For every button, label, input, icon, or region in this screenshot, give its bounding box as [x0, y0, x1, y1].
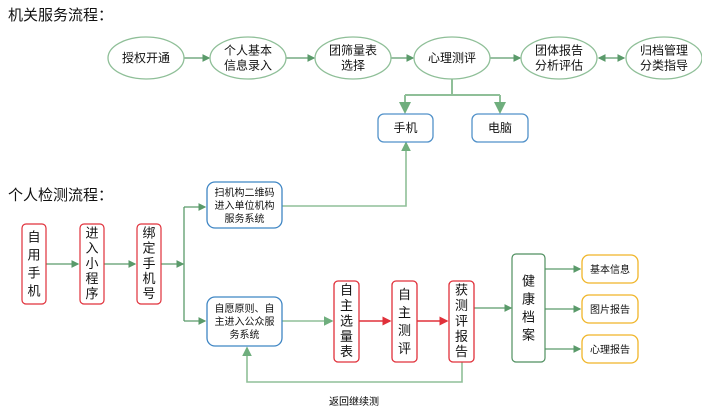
node-label-char: 主	[398, 306, 411, 321]
box-shape	[471, 113, 529, 143]
device-phone: 手机	[377, 113, 434, 143]
node-label: 图片报告	[590, 303, 630, 316]
node-label: 手机	[393, 121, 417, 135]
node-label-char: 手	[27, 267, 40, 282]
box-shape	[581, 254, 639, 284]
box-shape	[511, 253, 546, 363]
ellipse-shape	[107, 36, 185, 80]
node-label-char: 用	[27, 249, 40, 264]
node-label-char: 表	[340, 345, 353, 360]
node-label-char: 机	[27, 285, 40, 300]
node-label: 电脑	[488, 121, 512, 135]
node-label: 选择	[341, 59, 365, 73]
ellipse-shape	[625, 36, 702, 80]
box-shape	[21, 223, 47, 305]
node-label: 服务系统	[225, 212, 265, 225]
box-shape	[391, 280, 418, 363]
node-label-char: 康	[522, 292, 535, 308]
node-label: 心理测评	[428, 51, 476, 65]
node-label-char: 档	[522, 311, 535, 326]
box-shape	[448, 280, 475, 363]
connector-loop	[242, 346, 463, 383]
node-label: 自愿原则、自	[215, 302, 275, 315]
box-shape	[333, 280, 360, 363]
node-label-char: 入	[85, 242, 98, 257]
connector	[282, 141, 411, 207]
node-label: 主进入公众服	[215, 316, 275, 328]
box-shape	[79, 223, 105, 305]
section2-title: 个人检测流程：	[8, 186, 114, 204]
node-label: 团体报告	[535, 43, 583, 58]
box-shape	[136, 223, 162, 305]
device-computer: 电脑	[471, 113, 529, 143]
box-shape	[581, 334, 639, 364]
node-label-char: 序	[85, 287, 98, 302]
connector-lines	[46, 54, 626, 383]
node-label-char: 告	[455, 345, 468, 360]
node-label-char: 手	[142, 257, 155, 272]
node-label: 分类指导	[640, 58, 688, 73]
output-3: 心理报告	[581, 334, 639, 364]
node-label: 务系统	[230, 328, 260, 341]
node-label-char: 评	[455, 314, 468, 329]
node-label-char: 健	[522, 275, 535, 290]
node-label: 分析评估	[535, 59, 583, 73]
node-label: 扫机构二维码	[215, 186, 275, 199]
output-1: 基本信息	[581, 254, 639, 284]
node-label-char: 量	[340, 330, 353, 345]
node-label-char: 评	[398, 342, 411, 357]
node-label-char: 程	[85, 272, 98, 287]
node-label-char: 小	[85, 257, 98, 272]
node-label-char: 测	[455, 299, 468, 314]
node-label-char: 进	[85, 226, 98, 241]
node-label: 信息录入	[224, 58, 272, 73]
node-label: 授权开通	[122, 50, 170, 65]
node-label: 个人基本	[224, 44, 272, 58]
node-label: 团筛量表	[329, 43, 377, 58]
node-label-char: 定	[142, 242, 155, 257]
node-label-char: 选	[340, 314, 353, 329]
box-shape	[206, 181, 283, 229]
node-label-char: 获	[455, 284, 468, 299]
loop-label: 返回继续测	[329, 395, 379, 408]
ellipse-shape	[413, 36, 491, 80]
node-label: 基本信息	[590, 263, 630, 276]
node-label-char: 机	[142, 272, 155, 287]
node-label-char: 测	[398, 324, 411, 339]
node-label-char: 自	[340, 284, 353, 299]
box-shape	[581, 294, 639, 324]
node-label: 进入单位机构	[215, 199, 275, 212]
node-label-char: 案	[522, 329, 535, 344]
node-label-char: 报	[455, 330, 468, 345]
node-label: 归档管理	[640, 43, 688, 58]
ellipse-shape	[209, 36, 287, 80]
node-label-char: 号	[142, 287, 155, 302]
node-label-char: 自	[398, 288, 411, 303]
node-label: 心理报告	[590, 343, 630, 356]
node-label-char: 绑	[142, 226, 155, 241]
process-step-4: 心理测评	[413, 36, 491, 80]
section1-title: 机关服务流程：	[8, 6, 114, 24]
ellipse-shape	[314, 36, 392, 80]
node-label-char: 主	[340, 299, 353, 314]
box-shape	[377, 113, 434, 143]
box-shape	[206, 296, 283, 347]
ellipse-shape	[520, 36, 598, 80]
node-label-char: 自	[27, 231, 40, 246]
output-2: 图片报告	[581, 294, 639, 324]
process-step-1: 授权开通	[107, 36, 185, 80]
